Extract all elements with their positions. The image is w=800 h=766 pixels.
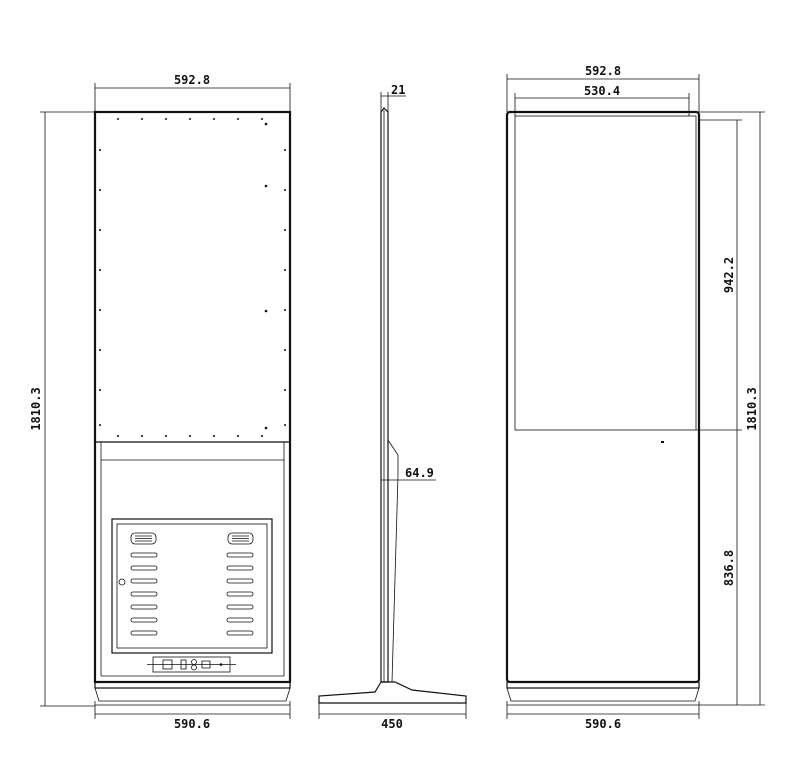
back-top-width-label: 592.8 [174, 73, 210, 87]
side-stand-base [318, 681, 467, 704]
back-screw-dots [99, 118, 286, 437]
front-top-width-label: 592.8 [585, 64, 621, 78]
side-rear-bracket [387, 439, 399, 683]
vent-slots-right [226, 552, 254, 636]
back-top-width-dimension: 592.8 [94, 73, 291, 112]
side-bracket-label: 64.9 [405, 466, 434, 480]
front-bottom-width-label: 590.6 [585, 717, 621, 731]
front-body-outline [505, 110, 701, 684]
front-lower-height-label: 836.8 [722, 550, 736, 586]
back-body-outline [93, 110, 292, 684]
front-bottom-width-dimension: 590.6 [506, 701, 700, 731]
speaker-grille-left [130, 532, 157, 545]
back-height-label: 1810.3 [29, 387, 43, 430]
front-base-foot [506, 687, 700, 702]
side-base-label: 450 [381, 717, 403, 731]
front-height-dimension: 1810.3 [699, 111, 765, 706]
back-base-foot [94, 687, 291, 702]
back-height-dimension: 1810.3 [29, 111, 95, 707]
side-base-dimension: 450 [318, 703, 467, 731]
speaker-grille-right [227, 532, 254, 545]
door-lock-icon [118, 578, 126, 586]
back-bottom-width-label: 590.6 [174, 717, 210, 731]
side-body-outline [380, 107, 389, 683]
front-sensor-icon [661, 441, 664, 443]
front-height-label: 1810.3 [745, 387, 759, 430]
back-bottom-width-dimension: 590.6 [94, 701, 291, 731]
front-screen-height-label: 942.2 [722, 257, 736, 293]
back-io-port-panel [147, 656, 236, 673]
side-view: 21 64.9 450 [318, 83, 467, 731]
vent-slots-left [130, 552, 158, 636]
front-view: 592.8 530.4 942.2 836.8 [505, 64, 765, 731]
side-thickness-label: 21 [391, 83, 405, 97]
back-view: 592.8 1810.3 [29, 73, 292, 731]
front-screen-height-dimension: 942.2 [696, 119, 742, 431]
front-screen-width-label: 530.4 [584, 84, 620, 98]
side-thickness-dimension: 21 [380, 83, 406, 112]
front-lower-height-dimension: 836.8 [699, 430, 742, 706]
front-screen-area [514, 115, 697, 431]
front-base-plate [506, 681, 700, 689]
back-base-plate [94, 681, 291, 689]
front-screen-width-dimension: 530.4 [514, 84, 690, 116]
front-top-width-dimension: 592.8 [506, 64, 700, 112]
back-access-door [111, 518, 273, 654]
side-bracket-dimension: 64.9 [381, 466, 436, 481]
